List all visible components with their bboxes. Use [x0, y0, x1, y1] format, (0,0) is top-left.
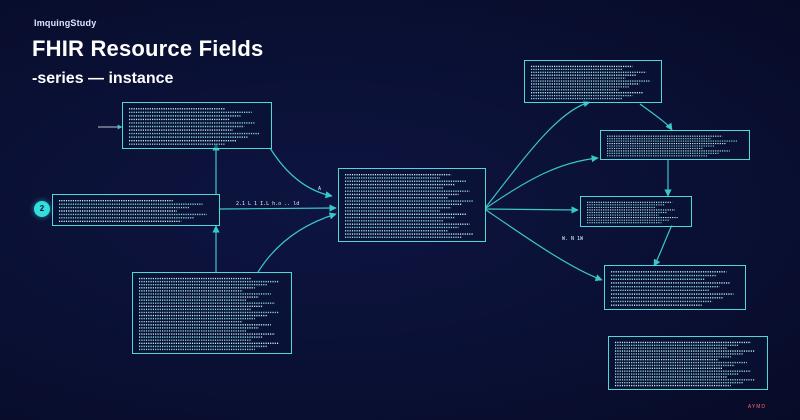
edge-marker: A	[318, 186, 321, 192]
edge-center-to-right-middle	[485, 155, 599, 209]
edge-top-node-to-center	[269, 147, 333, 199]
node-text-lines	[139, 277, 279, 351]
edge-center-to-lower-right	[485, 209, 603, 282]
node-text-lines	[59, 200, 207, 222]
edge-right-node-to-lower-right	[653, 224, 673, 267]
page-title: FHIR Resource Fields	[32, 36, 264, 61]
edge-right-node-to-top-right	[639, 103, 673, 131]
node-text-lines	[345, 173, 474, 239]
node-upper-right[interactable]	[524, 60, 662, 103]
corner-mark: AYMD	[747, 404, 766, 410]
node-text-lines	[615, 341, 755, 387]
edge-bottom-node-to-center	[257, 212, 337, 273]
edge-center-to-right-node	[485, 206, 579, 214]
node-text-lines	[607, 135, 738, 157]
node-lower-right[interactable]	[604, 265, 746, 310]
edge-label-center-lower-right: W. N 1W	[562, 236, 584, 242]
node-text-lines	[129, 108, 260, 145]
edge-left-node-to-center	[219, 204, 337, 212]
edge-center-to-upper-right	[485, 100, 591, 208]
node-top[interactable]	[122, 102, 272, 149]
node-center[interactable]	[338, 168, 486, 242]
node-bottom-right[interactable]	[608, 336, 768, 390]
node-text-lines	[611, 271, 734, 306]
page-subtitle: -series — instance	[32, 70, 174, 87]
node-text-lines	[587, 201, 678, 224]
brand-logo: ImquingStudy	[34, 18, 97, 28]
edge-label-left-center: 2.1 L 1 I.L h.o .. ld	[236, 201, 299, 207]
node-bottom[interactable]	[132, 272, 292, 354]
node-right-middle[interactable]	[600, 130, 750, 160]
node-left[interactable]	[52, 194, 220, 226]
node-text-lines	[531, 65, 650, 100]
node-right[interactable]	[580, 196, 692, 227]
start-badge[interactable]: 2	[34, 201, 50, 217]
